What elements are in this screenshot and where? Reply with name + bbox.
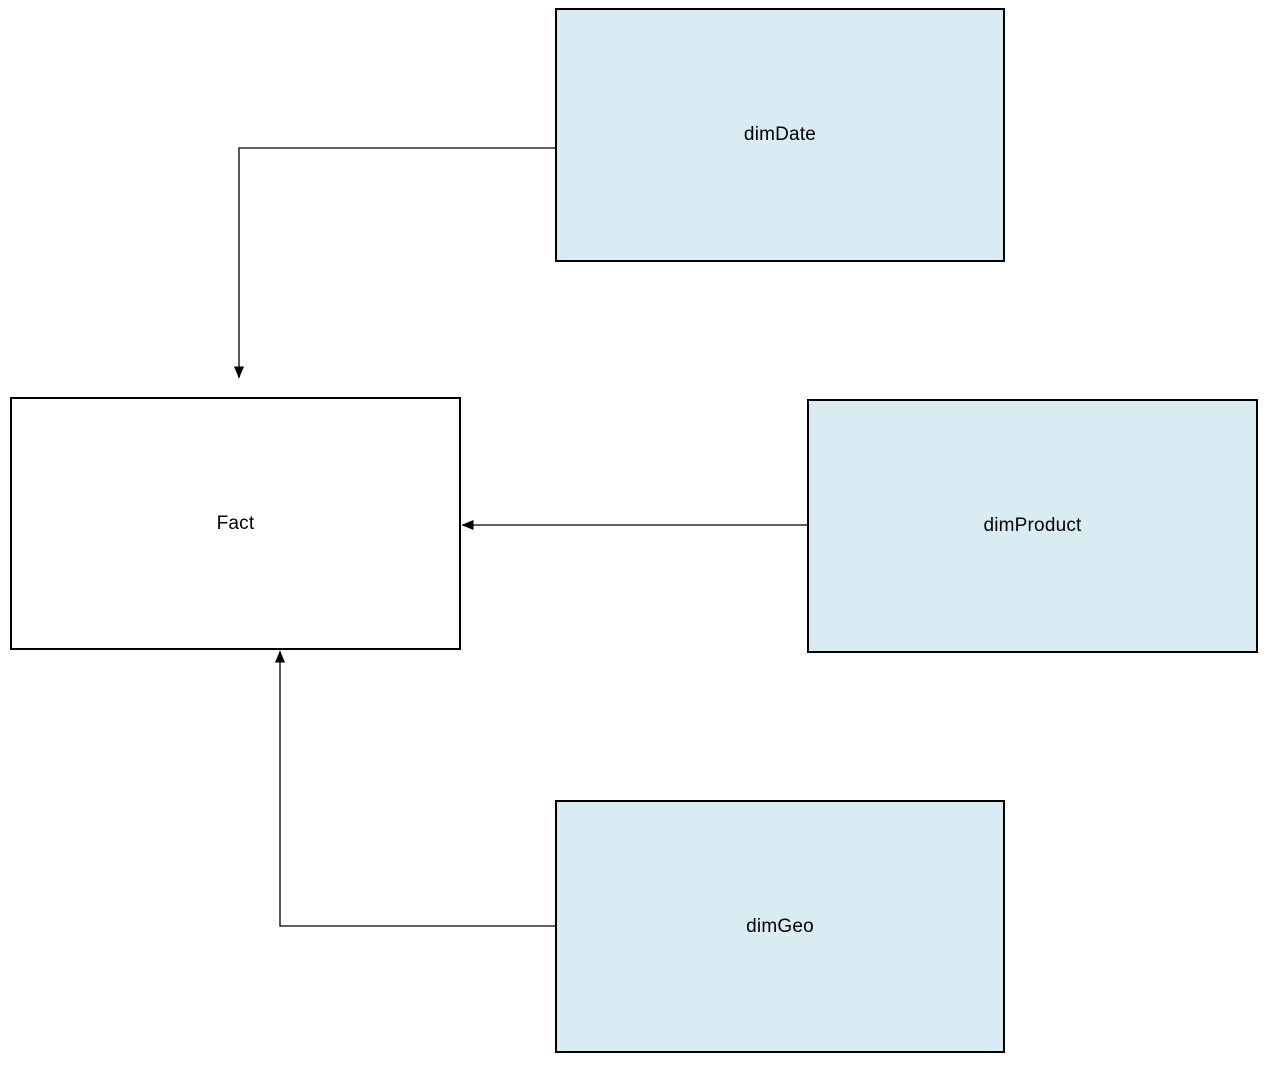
node-dimdate-label: dimDate xyxy=(743,124,817,145)
node-dimproduct: dimProduct xyxy=(807,399,1258,653)
edge-dimdate-to-fact xyxy=(234,147,555,379)
node-fact: Fact xyxy=(10,397,461,650)
node-dimproduct-label: dimProduct xyxy=(983,515,1082,536)
edge-dimgeo-to-fact xyxy=(275,650,555,927)
node-dimgeo-label: dimGeo xyxy=(746,915,814,937)
node-dimgeo: dimGeo xyxy=(555,800,1005,1053)
node-fact-label: Fact xyxy=(216,512,255,534)
node-dimdate: dimDate xyxy=(555,8,1005,262)
